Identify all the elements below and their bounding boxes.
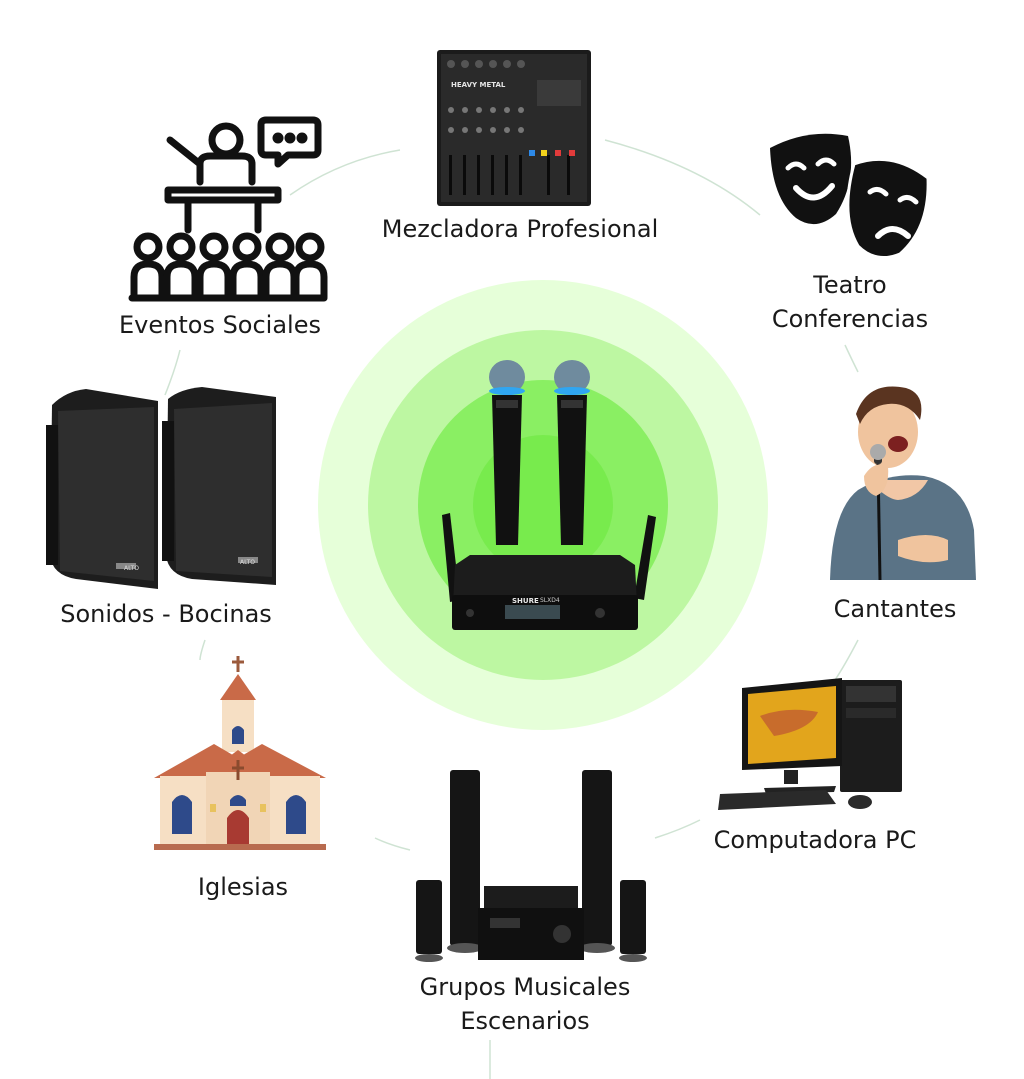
theatre-label: Teatro Conferencias <box>730 268 970 336</box>
bands-label-line1: Grupos Musicales <box>419 973 631 1001</box>
computer-label: Computadora PC <box>713 826 917 854</box>
mixer-panel-text: HEAVY METAL <box>451 81 506 89</box>
home-theatre-image <box>412 768 652 966</box>
microphone-left-icon <box>489 360 525 545</box>
wireless-microphone-receiver: SHURE SLXD4 <box>430 355 660 645</box>
bands-label: Grupos Musicales Escenarios <box>380 970 670 1038</box>
speakers-image: ALTO ALTO <box>46 385 280 595</box>
mixer-label: Mezcladora Profesional <box>381 215 659 243</box>
church-label: Iglesias <box>197 873 289 901</box>
receiver-model: SLXD4 <box>540 597 560 604</box>
church-icon <box>150 652 330 852</box>
mixer-image: HEAVY METAL <box>437 50 591 206</box>
computer-image <box>716 676 906 816</box>
speakers-label: Sonidos - Bocinas <box>60 600 272 628</box>
theatre-label-line2: Conferencias <box>771 305 929 333</box>
microphone-right-icon <box>554 360 590 545</box>
social-events-label: Eventos Sociales <box>119 311 321 339</box>
social-events-icon <box>128 112 328 307</box>
receiver-brand: SHURE <box>512 597 539 605</box>
theatre-masks-icon <box>766 128 932 262</box>
speakers-brand-right: ALTO <box>240 559 256 566</box>
speakers-brand-left: ALTO <box>124 565 140 572</box>
theatre-label-line1: Teatro <box>813 271 887 299</box>
singers-label: Cantantes <box>833 595 957 623</box>
bands-label-line2: Escenarios <box>460 1007 590 1035</box>
singer-image <box>828 380 978 590</box>
